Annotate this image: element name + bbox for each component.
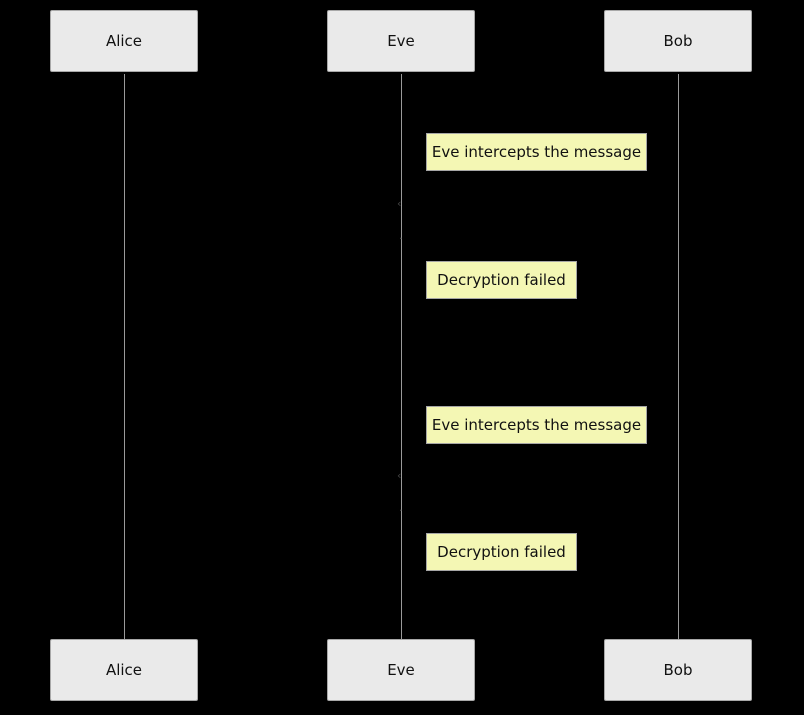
actor-alice-top: Alice bbox=[50, 10, 198, 72]
actor-alice-bottom: Alice bbox=[50, 639, 198, 701]
lifeline-bob bbox=[678, 74, 679, 639]
actor-bob-bottom: Bob bbox=[604, 639, 752, 701]
self-message-arrowhead: ‹ bbox=[397, 469, 402, 482]
note-intercept-2: Eve intercepts the message bbox=[426, 406, 647, 444]
self-message-arrowhead: · bbox=[399, 504, 403, 517]
lifeline-eve bbox=[401, 74, 402, 639]
actor-bob-top: Bob bbox=[604, 10, 752, 72]
self-message-arrowhead: ‹ bbox=[397, 197, 402, 210]
note-intercept-1: Eve intercepts the message bbox=[426, 133, 647, 171]
note-decryption-failed-2: Decryption failed bbox=[426, 533, 577, 571]
self-message-arrowhead: · bbox=[399, 232, 403, 245]
lifeline-alice bbox=[124, 74, 125, 639]
actor-eve-bottom: Eve bbox=[327, 639, 475, 701]
note-decryption-failed-1: Decryption failed bbox=[426, 261, 577, 299]
actor-eve-top: Eve bbox=[327, 10, 475, 72]
